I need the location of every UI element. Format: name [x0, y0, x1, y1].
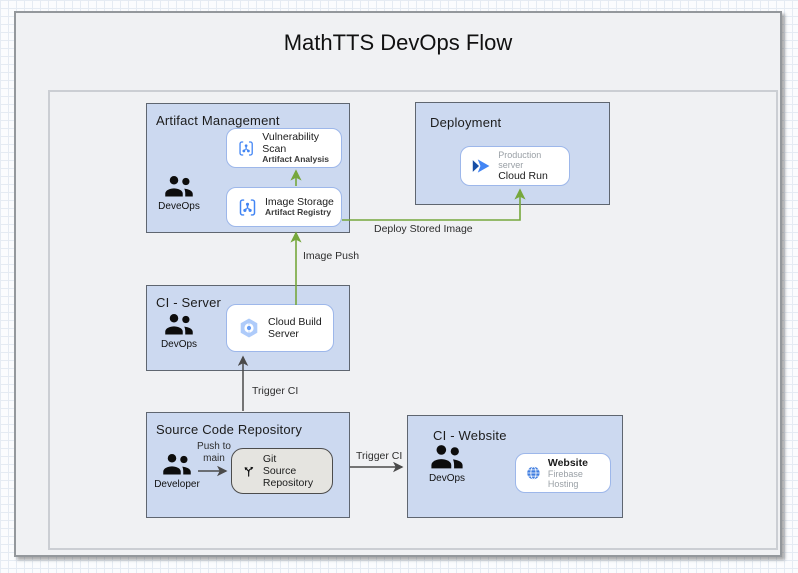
node-title: Vulnerability Scan: [262, 131, 320, 156]
node-subtitle: Artifact Analysis: [262, 154, 330, 165]
node-production-server: Production server Cloud Run: [460, 146, 570, 186]
node-subtitle: Source Repository: [262, 464, 314, 490]
actor-label: DevOps: [160, 339, 198, 350]
diagram-container: [48, 90, 778, 550]
edge-label-image-push: Image Push: [303, 250, 360, 262]
group-title: CI - Server: [156, 295, 222, 310]
node-git-repository: Git Source Repository: [231, 448, 333, 494]
node-cloud-build: Cloud Build Server: [226, 304, 334, 352]
edge-label-deploy-stored-image: Deploy Stored Image: [374, 223, 473, 235]
node-title: Website: [547, 456, 588, 469]
node-image-storage: Image Storage Artifact Registry: [226, 187, 342, 227]
node-subtitle: Artifact Registry: [265, 207, 332, 218]
actor-deveops: DeveOps: [150, 175, 208, 212]
people-icon: [165, 176, 193, 197]
people-icon: [431, 445, 463, 469]
actor-devops-server: DevOps: [150, 313, 208, 350]
actor-developer: Developer: [148, 453, 206, 490]
node-title: Git: [262, 452, 277, 465]
group-title: Artifact Management: [156, 113, 280, 128]
node-title: Image Storage: [265, 196, 334, 209]
node-title: Cloud Build Server: [268, 315, 322, 340]
group-title: Source Code Repository: [156, 422, 303, 437]
cloud-build-icon: [240, 318, 258, 338]
actor-devops-website: DevOps: [418, 444, 476, 484]
group-title: CI - Website: [433, 428, 507, 443]
edge-label-trigger-ci-server: Trigger CI: [252, 385, 299, 397]
diagram-title: MathTTS DevOps Flow: [283, 30, 513, 55]
group-deployment: Deployment: [415, 102, 610, 205]
cloud-run-icon: [472, 159, 490, 173]
group-title: Deployment: [430, 115, 502, 130]
node-title: Cloud Run: [498, 170, 548, 183]
actor-label: DeveOps: [158, 201, 200, 212]
actor-label: DevOps: [428, 473, 466, 484]
git-branch-icon: [244, 466, 254, 477]
actor-label: Developer: [154, 479, 200, 490]
edge-label-trigger-ci-website: Trigger CI: [356, 450, 403, 462]
globe-icon: [527, 466, 540, 480]
node-subtitle: Production server: [498, 149, 542, 170]
node-vulnerability-scan: Vulnerability Scan Artifact Analysis: [226, 128, 342, 168]
artifact-registry-icon: [239, 198, 256, 216]
artifact-analysis-icon: [239, 140, 253, 156]
edge-label-push-to-main: Push to main: [197, 441, 231, 464]
people-icon: [163, 454, 191, 475]
people-icon: [165, 314, 193, 335]
node-website: Website Firebase Hosting: [515, 453, 611, 493]
diagram-canvas: [14, 11, 782, 557]
node-subtitle: Firebase Hosting: [547, 468, 583, 490]
